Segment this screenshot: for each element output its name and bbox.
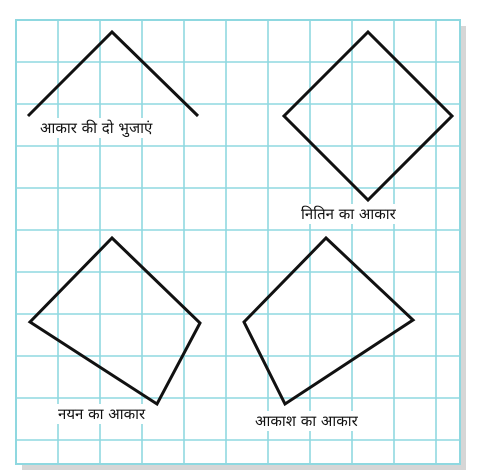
caption-nitin-shape: नितिन का आकार <box>298 204 399 224</box>
caption-nayan-shape: नयन का आकार <box>55 404 149 424</box>
shape-nitin-square <box>281 29 455 203</box>
grid-border <box>15 19 461 465</box>
grid-background <box>16 20 460 464</box>
shape-nayan-kite <box>27 235 202 407</box>
shape-akash-quadrilateral <box>242 235 416 407</box>
caption-akash-shape: आकाश का आकार <box>252 411 361 431</box>
grid-lines <box>15 19 461 465</box>
caption-shape-sides: आकार की दो भुजाएं <box>37 118 156 138</box>
shape-two-sides <box>26 29 200 118</box>
